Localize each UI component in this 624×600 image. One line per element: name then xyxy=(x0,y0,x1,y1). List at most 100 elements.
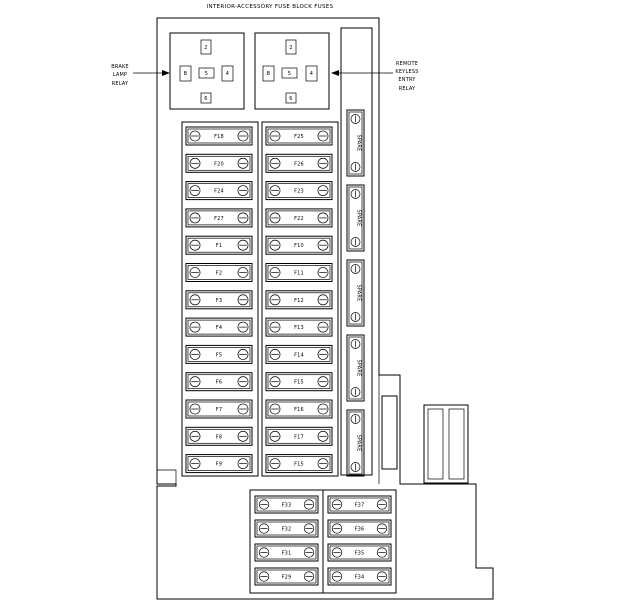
fuse-label: F13 xyxy=(294,325,304,331)
fuse-label: F22 xyxy=(294,216,304,222)
fuse-terminal-icon xyxy=(350,162,361,172)
relay-pin-label: 6 xyxy=(289,96,292,102)
callout-label: ENTRY xyxy=(398,77,416,83)
fuse: F18 xyxy=(185,126,253,146)
fuse: F24 xyxy=(185,181,253,201)
fuse-label: F32 xyxy=(282,527,292,533)
fuse-terminal-icon xyxy=(303,547,315,558)
fuse-terminal-icon xyxy=(237,185,249,196)
spare-label: SPARE xyxy=(356,360,362,377)
fuse: F37 xyxy=(327,495,392,514)
fuse-terminal-icon xyxy=(350,312,361,322)
fuse-terminal-icon xyxy=(376,499,388,510)
fuse: F12 xyxy=(265,290,333,310)
fuse: F9 xyxy=(185,454,253,474)
fuse-label: F15 xyxy=(294,380,304,386)
fuse-terminal-icon xyxy=(317,430,329,442)
relay-pin-label: 4 xyxy=(310,71,313,77)
fuse-label: F9 xyxy=(216,462,222,468)
fuse: F15 xyxy=(265,372,333,392)
fuse: F7 xyxy=(185,399,253,419)
fuse-terminal-icon xyxy=(317,403,329,415)
fuse-terminal-icon xyxy=(189,294,201,306)
fuse-terminal-icon xyxy=(317,376,329,388)
fuse: F25 xyxy=(265,126,333,146)
fuse-terminal-icon xyxy=(331,571,343,582)
fuse-terminal-icon xyxy=(189,430,201,442)
fuse-terminal-icon xyxy=(350,264,361,274)
brake-lamp-relay-socket: 2 B 5 4 6 xyxy=(169,32,245,110)
fuse-terminal-icon xyxy=(269,185,281,196)
circuit-breaker-pair xyxy=(423,404,469,484)
fuse-column-right-frame xyxy=(261,121,339,477)
fuse-terminal-icon xyxy=(237,212,249,224)
fuse-terminal-icon xyxy=(189,458,201,469)
relay-pin-label: B xyxy=(267,71,271,77)
fuse-terminal-icon xyxy=(269,349,281,360)
fuse: F14 xyxy=(265,344,333,364)
fuse: F36 xyxy=(327,519,392,538)
fuse-terminal-icon xyxy=(269,294,281,306)
fuse: F3 xyxy=(185,290,253,310)
fuse: F4 xyxy=(185,317,253,337)
fuse-label: F8 xyxy=(216,434,222,440)
fuse-label: F37 xyxy=(355,503,365,509)
fuse-terminal-icon xyxy=(376,571,388,582)
fuse-terminal-icon xyxy=(317,321,329,333)
fuse-label: F20 xyxy=(214,161,224,167)
fuse-label: F36 xyxy=(355,527,365,533)
fuse-terminal-icon xyxy=(189,321,201,333)
fuse-terminal-icon xyxy=(269,157,281,169)
fuse: F34 xyxy=(327,567,392,586)
fuse-label: F14 xyxy=(294,352,304,358)
fuse: F15 xyxy=(265,454,333,474)
fuse-label: F24 xyxy=(214,189,224,195)
fuse-terminal-icon xyxy=(189,403,201,415)
fuse: F16 xyxy=(265,399,333,419)
fuse: F29 xyxy=(254,567,319,586)
fuse-terminal-icon xyxy=(269,321,281,333)
fuse-terminal-icon xyxy=(258,547,270,558)
fuse-terminal-icon xyxy=(350,387,361,397)
fuse: F5 xyxy=(185,344,253,364)
fuse-label: F15 xyxy=(294,462,304,468)
fuse: F35 xyxy=(327,543,392,562)
diagram-title: INTERIOR-ACCESSORY FUSE BLOCK FUSES xyxy=(207,4,334,10)
fuse-terminal-icon xyxy=(269,430,281,442)
arrow-head-icon xyxy=(331,70,339,76)
fuse: F26 xyxy=(265,153,333,173)
fuse-terminal-icon xyxy=(237,294,249,306)
fuse-label: F10 xyxy=(294,243,304,249)
fuse-label: F17 xyxy=(294,434,304,440)
fuse-terminal-icon xyxy=(350,339,361,349)
fuse-terminal-icon xyxy=(317,212,329,224)
fuse-terminal-icon xyxy=(189,267,201,278)
fuse-terminal-icon xyxy=(189,239,201,251)
fuse-label: F18 xyxy=(214,134,224,140)
fuse-terminal-icon xyxy=(237,458,249,469)
fuse-label: F33 xyxy=(282,503,292,509)
fuse-label: F12 xyxy=(294,298,304,304)
fuse-terminal-icon xyxy=(237,267,249,278)
spare-fuse-strip xyxy=(340,27,373,476)
brake-lamp-relay-callout: BRAKE LAMP RELAY xyxy=(111,64,170,87)
fuse: F13 xyxy=(265,317,333,337)
fuse-terminal-icon xyxy=(317,239,329,251)
fuse: F17 xyxy=(265,426,333,446)
fuse-terminal-icon xyxy=(350,462,361,472)
fuse-terminal-icon xyxy=(237,403,249,415)
fuse-label: F3 xyxy=(216,298,222,304)
fuse: F32 xyxy=(254,519,319,538)
fuse-label: F27 xyxy=(214,216,224,222)
fuse-terminal-icon xyxy=(317,458,329,469)
fuse-terminal-icon xyxy=(237,376,249,388)
fuse-label: F6 xyxy=(216,380,222,386)
fuse-terminal-icon xyxy=(189,185,201,196)
fuse-terminal-icon xyxy=(317,185,329,196)
callout-label: RELAY xyxy=(112,81,129,87)
relay-pin-label: 4 xyxy=(226,71,229,77)
housing-right-step xyxy=(378,375,380,484)
fuse-terminal-icon xyxy=(269,239,281,251)
remote-keyless-entry-relay-callout: REMOTE KEYLESS ENTRY RELAY xyxy=(331,61,418,92)
